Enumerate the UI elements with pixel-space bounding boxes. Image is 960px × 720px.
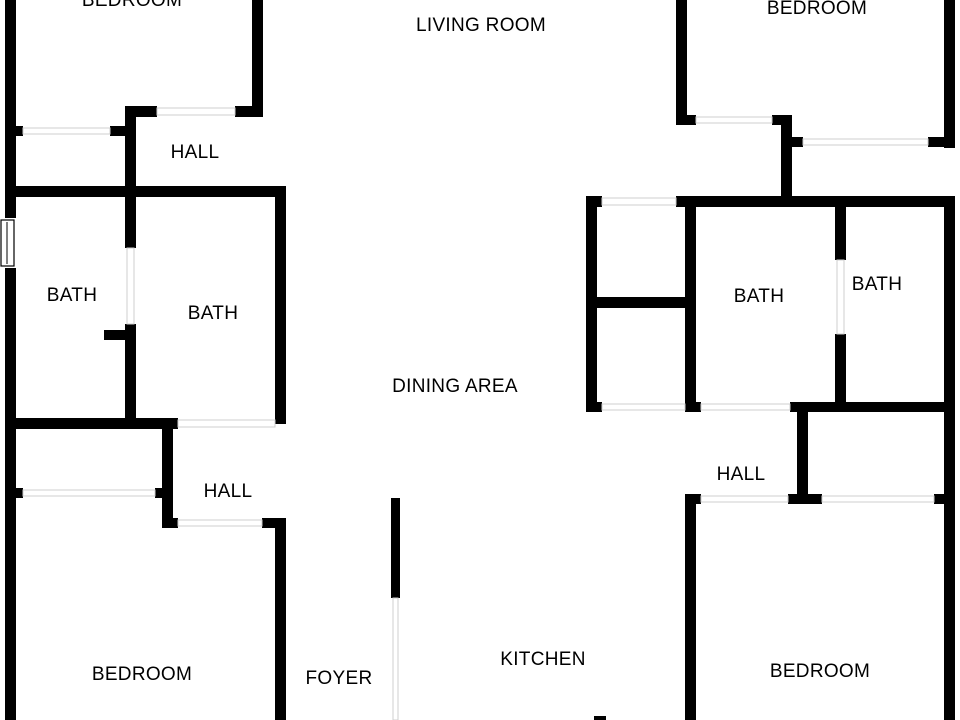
room-label-living-room: LIVING ROOM [416, 15, 546, 36]
door-gap-bedroom-tl [156, 107, 236, 116]
wall-outer-right-lower [944, 494, 955, 720]
wall-bedroom-tl-bottom-b [235, 106, 263, 117]
door-gap-bath-right-1 [700, 403, 791, 411]
wall-closet-lower-b [155, 488, 173, 498]
door-gap-bath-left-2 [177, 419, 276, 428]
door-gap-bath-right-divider [836, 259, 845, 335]
door-gap-bedroom-tr [695, 116, 773, 124]
wall-closet-tr-top-a [781, 137, 803, 147]
wall-closet-tl-top-b [110, 126, 136, 136]
room-label-bath-right-2: BATH [851, 274, 903, 295]
wall-bath-right-bottom [790, 402, 955, 412]
room-label-bedroom-bottom-left: BEDROOM [91, 664, 193, 685]
wall-closet-mid-bottom [586, 402, 602, 412]
room-label-hall-right: HALL [716, 464, 766, 485]
wall-outer-right-upper [944, 0, 955, 148]
door-gap-bedroom-br-a [700, 495, 789, 503]
door-gap-foyer [392, 597, 399, 720]
wall-hall-tl-vertical [125, 106, 136, 248]
door-gap-closet-mid-top [601, 197, 677, 206]
wall-foyer-divider [391, 498, 400, 598]
wall-bedroom-br-top-b [788, 494, 822, 504]
room-label-bedroom-top-right: BEDROOM [766, 0, 868, 19]
door-gap-hall-lower [177, 519, 263, 527]
wall-bath-top [5, 186, 286, 197]
room-label-hall-left-lower: HALL [203, 481, 253, 502]
door-gap-bedroom-br-b [821, 495, 935, 503]
wall-hall-lower-bottom-left [162, 518, 178, 528]
room-label-bath-right-1: BATH [733, 286, 785, 307]
door-gap-bath-divider [126, 247, 135, 325]
wall-bath-stub [104, 330, 136, 340]
room-label-kitchen: KITCHEN [500, 649, 586, 670]
wall-bedroom-tr-left [676, 0, 687, 124]
wall-bedroom-tl-right [252, 0, 263, 116]
wall-hall-lower-vertical [162, 418, 173, 528]
wall-bath-right-top [676, 196, 955, 207]
door-gap-closet-tr [802, 138, 929, 146]
wall-bedroom-br-left [685, 494, 696, 720]
room-label-hall-top-left: HALL [170, 142, 220, 163]
wall-closet-lower-a [5, 488, 23, 498]
wall-closet-mid-divider [586, 297, 696, 308]
wall-closet-tl-top-a [5, 126, 23, 136]
wall-hall-right-vertical [797, 402, 808, 504]
wall-closet-tr-top-b [928, 137, 955, 147]
room-label-bedroom-bottom-right: BEDROOM [769, 661, 871, 682]
wall-bath-divider-lower [125, 324, 136, 428]
wall-bedroom-tl-bottom-a [125, 106, 157, 117]
wall-bath-right-divider-upper [835, 196, 846, 260]
door-gap-closet-tl [22, 127, 111, 135]
wall-outer-right-middle [944, 196, 955, 504]
wall-bath-right-1-bottom-a [685, 402, 701, 412]
room-label-bath-left-2: BATH [187, 303, 239, 324]
room-label-bath-left-1: BATH [46, 285, 98, 306]
wall-bath-right [275, 186, 286, 424]
wall-closet-tr-vertical [781, 115, 792, 205]
room-label-bedroom-top-left: BEDROOM [81, 0, 183, 11]
door-gap-closet-lower [22, 489, 156, 497]
door-gap-closet-mid-bottom [601, 403, 686, 411]
wall-bath-right-1-left [685, 196, 696, 410]
wall-bath-bottom [5, 418, 178, 429]
room-label-dining-area: DINING AREA [392, 376, 518, 397]
room-label-foyer: FOYER [305, 668, 373, 689]
wall-bath-right-divider-lower [835, 334, 846, 412]
wall-kitchen-stub [594, 716, 606, 720]
wall-bedroom-bl-right [275, 518, 286, 720]
wall-outer-left-upper [5, 0, 16, 218]
wall-bedroom-tr-bottom-a [676, 115, 696, 125]
wall-hall-lower-bottom [262, 518, 286, 528]
